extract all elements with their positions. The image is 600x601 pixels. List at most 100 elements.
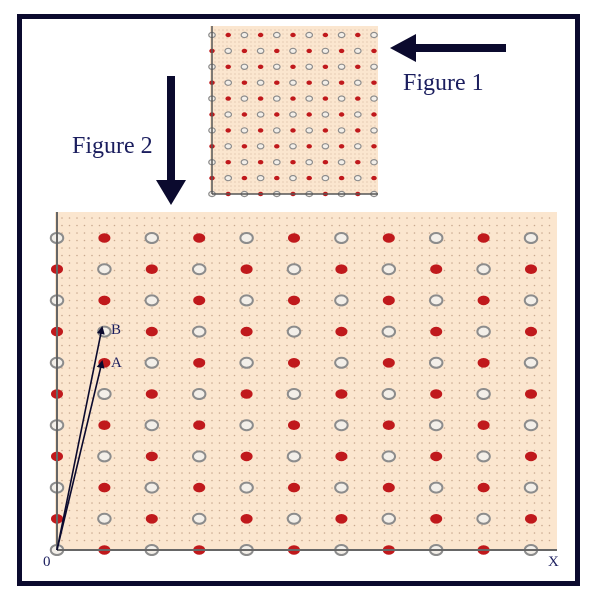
red-lattice-site (288, 482, 300, 493)
grid-dot (314, 149, 316, 151)
grid-dot (473, 292, 476, 294)
grid-dot (61, 442, 63, 444)
grid-dot (338, 181, 340, 183)
grid-dot (338, 524, 341, 527)
grid-dot (330, 61, 332, 63)
grid-dot (358, 153, 360, 155)
grid-dot (262, 45, 264, 47)
grid-dot (511, 337, 513, 339)
grid-dot (278, 41, 280, 43)
grid-dot (302, 69, 304, 71)
grid-dot (222, 173, 224, 175)
grid-dot (511, 284, 513, 287)
grid-dot (121, 479, 123, 482)
grid-dot (406, 217, 408, 219)
grid-dot (61, 217, 63, 219)
grid-dot (282, 37, 284, 39)
grid-dot (548, 314, 551, 317)
grid-dot (250, 81, 252, 83)
grid-dot (503, 464, 506, 467)
grid-dot (91, 412, 93, 414)
grid-dot (286, 93, 288, 95)
grid-dot (121, 247, 123, 249)
grid-dot (391, 442, 393, 444)
grid-dot (166, 344, 168, 347)
grid-dot (113, 337, 116, 339)
grid-dot (143, 284, 146, 287)
grid-dot (541, 479, 543, 482)
grid-dot (158, 427, 161, 429)
red-lattice-site (525, 389, 537, 399)
grid-dot (533, 524, 536, 527)
grey-lattice-site (334, 232, 349, 244)
grid-dot (346, 173, 348, 175)
grid-dot (413, 352, 416, 354)
grid-dot (121, 449, 123, 452)
grid-dot (196, 502, 198, 504)
grid-dot (302, 29, 304, 31)
grey-lattice-site (321, 143, 330, 150)
grid-dot (323, 262, 326, 264)
grid-dot (302, 33, 304, 35)
grid-dot (282, 33, 284, 35)
grid-dot (246, 69, 248, 71)
grid-dot (398, 442, 401, 444)
grid-dot (286, 419, 288, 422)
grid-dot (428, 389, 431, 392)
grid-dot (246, 125, 248, 127)
grid-dot (293, 277, 296, 279)
grid-dot (173, 314, 176, 317)
grid-dot (503, 412, 506, 414)
grid-dot (302, 93, 304, 95)
grid-dot (362, 53, 364, 55)
grid-dot (473, 329, 476, 332)
grid-dot (241, 434, 243, 437)
grey-lattice-site (476, 263, 491, 276)
grid-dot (458, 442, 461, 444)
grid-dot (218, 33, 220, 35)
grid-dot (526, 434, 528, 437)
grid-dot (256, 307, 258, 309)
grid-dot (293, 494, 296, 497)
grid-dot (302, 117, 304, 119)
grid-dot (334, 85, 336, 87)
grid-dot (398, 524, 401, 527)
grid-dot (218, 382, 221, 384)
grid-dot (158, 434, 161, 437)
grid-dot (451, 299, 453, 302)
grid-dot (331, 524, 333, 527)
grid-dot (242, 85, 244, 87)
grid-dot (488, 254, 491, 257)
grid-dot (76, 457, 78, 459)
grid-dot (366, 77, 368, 79)
red-lattice-site (98, 420, 111, 431)
grid-dot (366, 61, 368, 63)
grid-dot (188, 404, 191, 407)
grid-dot (258, 77, 260, 79)
grid-dot (398, 359, 401, 362)
grid-dot (246, 57, 248, 59)
grid-dot (270, 149, 272, 151)
grid-dot (91, 277, 93, 279)
grid-dot (496, 517, 498, 519)
grid-dot (91, 442, 93, 444)
grid-dot (241, 247, 243, 249)
grid-dot (238, 101, 240, 103)
grid-dot (203, 322, 206, 324)
grid-dot (238, 145, 240, 147)
grey-lattice-site (240, 31, 249, 39)
grey-lattice-site (191, 512, 207, 525)
grid-dot (481, 382, 483, 384)
grid-dot (143, 449, 146, 452)
grid-dot (181, 217, 183, 219)
red-lattice-site (477, 482, 490, 493)
grid-dot (362, 77, 364, 79)
grid-dot (271, 404, 273, 407)
grid-dot (128, 404, 131, 407)
grid-dot (374, 93, 376, 95)
grid-dot (308, 299, 311, 302)
grid-dot (362, 37, 364, 39)
grid-dot (323, 247, 326, 249)
grid-dot (466, 397, 468, 399)
grid-dot (346, 539, 348, 542)
